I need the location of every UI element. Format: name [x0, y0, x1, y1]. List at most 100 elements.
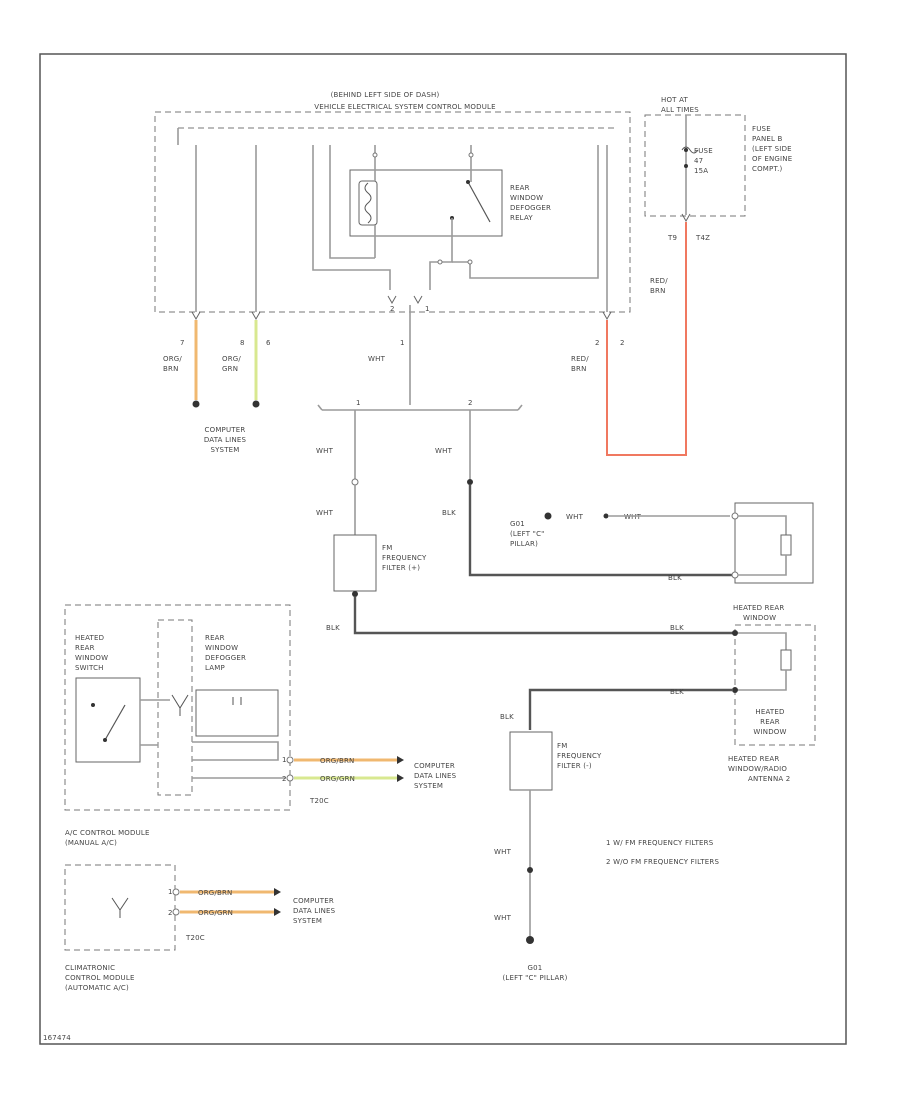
blk-label-left: BLK	[326, 624, 340, 632]
antenna-label-2: WINDOW/RADIO	[728, 765, 787, 773]
pin-2b-label: 2	[595, 339, 600, 347]
ground-bottom-label-1: G01	[528, 964, 543, 972]
defogger-relay-box	[349, 169, 503, 237]
conn-upper-pin-2: 2	[282, 775, 287, 783]
blk-wire-to-ground	[468, 485, 735, 577]
red-brn-label-1: RED/	[571, 355, 589, 363]
fuse-panel-label-2: PANEL B	[752, 135, 783, 143]
org-brn-label-1: ORG/	[163, 355, 182, 363]
ground-top-label-3: PILLAR)	[510, 540, 538, 548]
pin-7-label: 7	[180, 339, 185, 347]
antenna-label-1: HEATED REAR	[728, 755, 779, 763]
pin-6-label: 6	[266, 339, 271, 347]
switch-label-4: SWITCH	[75, 664, 104, 672]
relay-label-3: DEFOGGER	[510, 204, 551, 212]
filter2-label-2: FREQUENCY	[557, 752, 602, 760]
pin-2-label: 2	[390, 305, 395, 313]
fm-filter-plus-box	[333, 534, 377, 592]
lamp-label-3: DEFOGGER	[205, 654, 246, 662]
ground-bottom-label-2: (LEFT "C" PILLAR)	[502, 974, 567, 982]
blk-wire-to-window	[353, 597, 735, 635]
ac-control-module-outline	[64, 604, 291, 811]
wht-label-ground-bottom: WHT	[494, 914, 512, 922]
wht-label-ground-2: WHT	[624, 513, 642, 521]
wht-label-left-2: WHT	[316, 509, 334, 517]
diagram-frame	[39, 53, 847, 1045]
splice-label-1: 1	[356, 399, 361, 407]
switch-label-1: HEATED	[75, 634, 104, 642]
pin-1b-label: 1	[400, 339, 405, 347]
filter2-label-3: FILTER (-)	[557, 762, 592, 770]
fuse-panel-outline	[644, 114, 746, 217]
computer-data-low-2: DATA LINES	[293, 907, 336, 915]
hot-at-label: HOT AT	[661, 96, 689, 104]
computer-data-mid-1: COMPUTER	[414, 762, 455, 770]
fuse-panel-label-4: OF ENGINE	[752, 155, 792, 163]
note-1: 1 W/ FM FREQUENCY FILTERS	[606, 839, 714, 847]
fuse-panel-label-3: (LEFT SIDE	[752, 145, 792, 153]
computer-data-top-1: COMPUTER	[205, 426, 246, 434]
filter1-label-3: FILTER (+)	[382, 564, 420, 572]
heated-window-top-label-2: WINDOW	[743, 614, 776, 622]
wht-label-right-1: WHT	[435, 447, 453, 455]
filter2-label-1: FM	[557, 742, 567, 750]
blk-label-window-bottom: BLK	[670, 688, 684, 696]
computer-data-mid-3: SYSTEM	[414, 782, 443, 790]
conn-upper-pin-1: 1	[282, 756, 287, 764]
fuse-wire-label-2: BRN	[650, 287, 666, 295]
heated-window-top-label-1: HEATED REAR	[733, 604, 784, 612]
conn-lower-pin-2: 2	[168, 909, 173, 917]
heated-window-outline	[734, 624, 816, 746]
blk-wire-to-filter-minus	[528, 688, 733, 730]
org-grn-inline-upper: ORG/GRN	[320, 775, 355, 783]
defogger-lamp-box	[195, 689, 279, 737]
computer-data-mid-2: DATA LINES	[414, 772, 457, 780]
fuse-pin-t9: T9	[667, 234, 677, 242]
fuse-47-symbol	[681, 146, 699, 154]
fuse-number: 47	[694, 157, 703, 165]
switch-label-2: REAR	[75, 644, 95, 652]
lamp-label-2: WINDOW	[205, 644, 238, 652]
module-location-label: (BEHIND LEFT SIDE OF DASH)	[331, 91, 440, 99]
filter1-label-1: FM	[382, 544, 392, 552]
heated-window-bottom-label-3: WINDOW	[753, 728, 786, 736]
blk-label-filter-minus: BLK	[500, 713, 514, 721]
org-grn-label-1: ORG/	[222, 355, 241, 363]
fuse-amps: 15A	[694, 167, 708, 175]
org-grn-inline-lower: ORG/GRN	[198, 909, 233, 917]
all-times-label: ALL TIMES	[661, 106, 699, 114]
t20c-label-lower: T20C	[185, 934, 205, 942]
relay-coil	[358, 180, 378, 226]
computer-data-low-1: COMPUTER	[293, 897, 334, 905]
computer-data-top-3: SYSTEM	[210, 446, 239, 454]
fuse-wire-label-1: RED/	[650, 277, 668, 285]
relay-label-4: RELAY	[510, 214, 533, 222]
red-brn-label-2: BRN	[571, 365, 587, 373]
climatronic-label-2: CONTROL MODULE	[65, 974, 135, 982]
relay-label-1: REAR	[510, 184, 530, 192]
t20c-label-upper: T20C	[309, 797, 329, 805]
fuse-label: FUSE	[694, 147, 713, 155]
filter1-label-2: FREQUENCY	[382, 554, 427, 562]
conn-lower-pin-1: 1	[168, 888, 173, 896]
red-brn-wire	[606, 222, 687, 456]
wht-label-left-1: WHT	[316, 447, 334, 455]
diagram-code: 167474	[43, 1034, 71, 1042]
computer-data-low-3: SYSTEM	[293, 917, 322, 925]
ground-top-label-2: (LEFT "C"	[510, 530, 545, 538]
lamp-label-1: REAR	[205, 634, 225, 642]
wht-label-top: WHT	[368, 355, 386, 363]
pin-1-label: 1	[425, 305, 430, 313]
fm-filter-minus-box	[509, 731, 553, 791]
wht-label-ground: WHT	[566, 513, 584, 521]
switch-label-3: WINDOW	[75, 654, 108, 662]
org-brn-label-2: BRN	[163, 365, 179, 373]
org-brn-inline-lower: ORG/BRN	[198, 889, 232, 897]
heated-window-bottom-label-2: REAR	[760, 718, 780, 726]
blk-label-ground: BLK	[668, 574, 682, 582]
module-name-label: VEHICLE ELECTRICAL SYSTEM CONTROL MODULE	[314, 103, 496, 111]
fuse-pin-t4z: T4Z	[695, 234, 710, 242]
computer-data-top-2: DATA LINES	[204, 436, 247, 444]
ac-module-label-2: (MANUAL A/C)	[65, 839, 117, 847]
